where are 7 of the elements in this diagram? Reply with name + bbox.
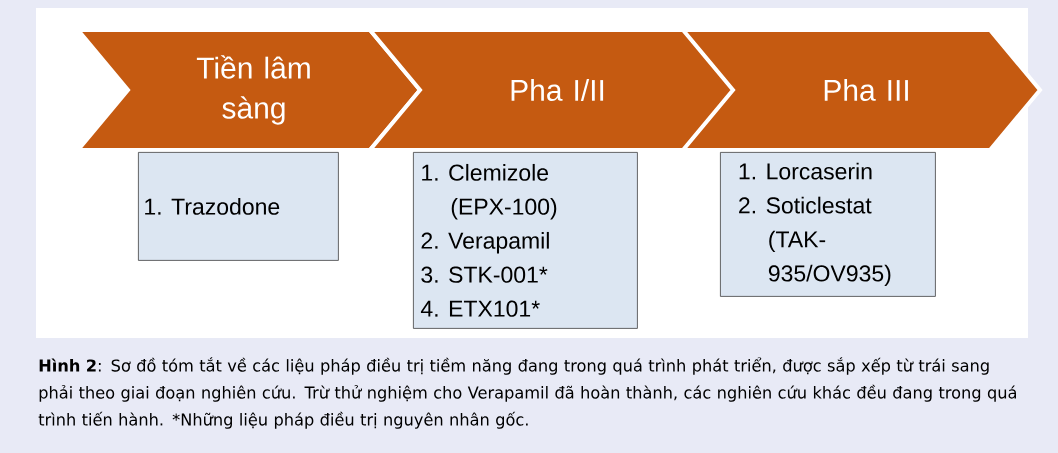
list-box: 1. Trazodone: [138, 152, 339, 261]
list-box: 1. Clemizole (EPX-100) 2. Verapamil 3. STK-001* 4. ETX101*: [413, 152, 638, 329]
node-label: Pha III: [824, 78, 908, 102]
list-box: 1. Lorcaserin 2. Soticlestat (TAK-935/OV935): [720, 152, 936, 297]
phase-banner: Pha III: [678, 28, 1043, 152]
phase-banner: Tiền lâm sàng: [73, 28, 423, 152]
figure-caption: Hình 2: Sơ đồ tóm tắt về các liệu pháp điều trị tiềm năng đang trong quá trình phát triển, được sắp xếp từ trái sang phải theo giai đoạn nghiên cứu. Trừ thử nghiệm cho Verapamil đã hoàn thành, các nghiên cứu khác đều đang trong quá trình tiến hành. *Những liệu pháp điều trị nguyên nhân gốc.: [38, 357, 1016, 429]
